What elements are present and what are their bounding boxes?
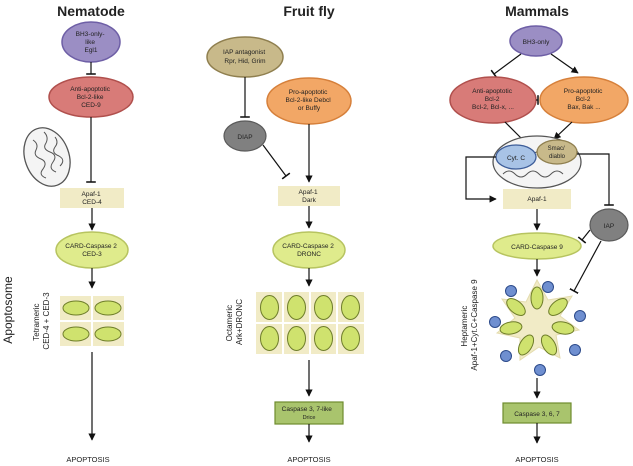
fly-octameric-complex [256, 292, 364, 354]
nematode-bh3-line3: Egl1 [84, 47, 97, 54]
fly-iap-antagonist-node [206, 36, 284, 78]
svg-text:Octameric Ark+DRONC: Octameric Ark+DRONC [225, 299, 244, 345]
mammals-column: BH3-only Anti-apoptotic Bcl-2 Bcl-2, Bcl… [449, 25, 629, 464]
fly-pro-line2: Bcl-2-like Debcl [286, 97, 332, 104]
fly-pro-line3: or Buffy [298, 105, 321, 112]
mammals-smac-line2: diablo [549, 154, 566, 160]
nematode-caspase-node [55, 231, 129, 269]
svg-text:CARD-Caspase 2 DRONC: CARD-Caspase 2 DRONC [282, 243, 335, 258]
fruit-fly-column: IAP antagonist Rpr, Hid, Grim DIAP Pro-a… [206, 36, 364, 464]
mammals-effector-label: Caspase 3, 6, 7 [514, 411, 560, 418]
fly-caspase-line1: CARD-Caspase 2 [282, 243, 334, 250]
mammals-arrow-pro-mito [553, 121, 573, 140]
fly-caspase-line2: DRONC [297, 251, 321, 258]
nematode-mitochondrion-icon [23, 127, 71, 187]
svg-text:Pro-apoptotic Bcl-2: Pro-apoptotic Bcl-2 Bax, Bak ... [564, 88, 604, 111]
mammals-inhibition-iap-caspase9 [577, 229, 591, 244]
nematode-bh3-line1: BH3-only- [76, 31, 105, 38]
mammals-smac-node [536, 139, 578, 165]
svg-text:Anti-apoptotic Bcl-2: Anti-apoptotic Bcl-2 Bcl-2, Bcl-x, ... [472, 88, 514, 111]
mammals-pro-apoptotic-node [539, 76, 629, 124]
fly-complex-label2: Ark+DRONC [235, 299, 244, 345]
mammals-cytc-label: Cyt. C [507, 155, 525, 162]
mammals-inhibition-iap-complex [569, 240, 602, 294]
nematode-caspase-line1: CARD-Caspase 2 [65, 243, 117, 250]
mammals-bh3-label: BH3-only [523, 39, 550, 46]
mammals-complex-label1: Heptameric [460, 306, 469, 347]
fly-iap-antagonist-line1: IAP antagonist [223, 49, 265, 56]
apoptosome-label: Apoptosome [1, 276, 15, 344]
mammals-arrow-cytc-apaf [465, 156, 497, 203]
mammals-title: Mammals [505, 3, 569, 19]
svg-text:Pro-apoptotic Bcl-2-like: Pro-apoptotic Bcl-2-like Debcl or Buffy [286, 89, 333, 112]
fly-apaf-line1: Apaf-1 [299, 189, 319, 196]
nematode-anti-line2: Bcl-2-like [77, 94, 104, 101]
fly-apoptosis-label: APOPTOSIS [287, 455, 330, 464]
svg-text:Heptameric Apaf-1+Cyt.C+: Heptameric Apaf-1+Cyt.C+Caspase 9 [460, 279, 479, 371]
svg-text:Apaf-1 Dark: Apaf-1 Dark [299, 189, 320, 204]
mammals-iap-node [589, 208, 629, 242]
mammals-apoptosis-label: APOPTOSIS [515, 455, 558, 464]
nematode-complex-label2: CED-4 + CED-3 [42, 292, 51, 350]
nematode-title: Nematode [57, 3, 125, 19]
fly-caspase-node [272, 231, 346, 269]
mammals-apaf-box [503, 189, 571, 209]
mammals-iap-label: IAP [604, 223, 614, 230]
mammals-complex-label2: Apaf-1+Cyt.C+Caspase 9 [470, 279, 479, 371]
mammals-arrow-bh3-pro [550, 53, 579, 74]
svg-text:Tetrameric CED-4 + CED-3: Tetrameric CED-4 + CED-3 [32, 292, 51, 350]
fly-pro-line1: Pro-apoptotic [289, 89, 328, 96]
mammals-anti-line2: Bcl-2 [485, 96, 500, 103]
mammals-inhibition-smac-iap [577, 153, 614, 206]
fly-complex-label1: Octameric [225, 305, 234, 341]
mammals-pro-line3: Bax, Bak ... [567, 104, 600, 111]
mammals-smac-line1: Smac/ [548, 146, 565, 152]
mammals-pro-line1: Pro-apoptotic [564, 88, 603, 95]
svg-text:IAP antagonist Rpr, Hid,: IAP antagonist Rpr, Hid, Grim [223, 49, 267, 65]
mammals-inhibition-bh3-anti [490, 53, 522, 79]
svg-text:Caspase 3, 7-like Drice: Caspase 3, 7-like Drice [282, 398, 337, 421]
nematode-tetrameric-complex [60, 296, 124, 346]
mammals-inhibition-anti-mito [504, 121, 527, 144]
mammals-caspase9-label: CARD-Caspase 9 [511, 244, 563, 251]
nematode-column: BH3-only- like Egl1 Anti-apoptotic Bcl-2… [23, 21, 134, 464]
mammals-apaf-label: Apaf-1 [527, 196, 547, 203]
nematode-apoptosis-label: APOPTOSIS [66, 455, 109, 464]
svg-text:Apaf-1 CED-4: Apaf-1 CED-4 [82, 191, 103, 206]
nematode-complex-label1: Tetrameric [32, 303, 41, 340]
nematode-anti-line3: CED-9 [81, 102, 101, 109]
fly-iap-antagonist-line2: Rpr, Hid, Grim [224, 58, 265, 65]
mammals-heptameric-complex [489, 278, 586, 376]
svg-text:Anti-apoptotic Bcl-2-lik: Anti-apoptotic Bcl-2-like CED-9 [70, 86, 112, 109]
mammals-pro-line2: Bcl-2 [576, 96, 591, 103]
fly-inhibition-diap-dark [262, 144, 291, 180]
mammals-anti-line3: Bcl-2, Bcl-x, ... [472, 104, 514, 111]
mammals-bh3-node [509, 25, 563, 57]
fruit-fly-title: Fruit fly [283, 3, 335, 19]
fly-apaf-box [278, 186, 340, 206]
fly-diap-label: DIAP [237, 134, 252, 141]
nematode-bh3-line2: like [85, 39, 95, 46]
svg-text:BH3-only- like Egl: BH3-only- like Egl1 [76, 31, 107, 54]
nematode-apaf-box [60, 188, 124, 208]
svg-text:Smac/ diablo: Smac/ diablo [548, 146, 567, 160]
nematode-anti-line1: Anti-apoptotic [70, 86, 110, 93]
fly-effector-line2: Drice [303, 415, 316, 421]
svg-text:CARD-Caspase 2 CED-3: CARD-Caspase 2 CED-3 [65, 243, 118, 258]
fly-apaf-line2: Dark [302, 197, 316, 204]
nematode-apaf-line1: Apaf-1 [82, 191, 102, 198]
fly-effector-line1: Caspase 3, 7-like [282, 406, 333, 413]
nematode-caspase-line2: CED-3 [82, 251, 102, 258]
mammals-anti-line1: Anti-apoptotic [472, 88, 512, 95]
nematode-apaf-line2: CED-4 [82, 199, 102, 206]
fly-diap-node [223, 120, 267, 152]
